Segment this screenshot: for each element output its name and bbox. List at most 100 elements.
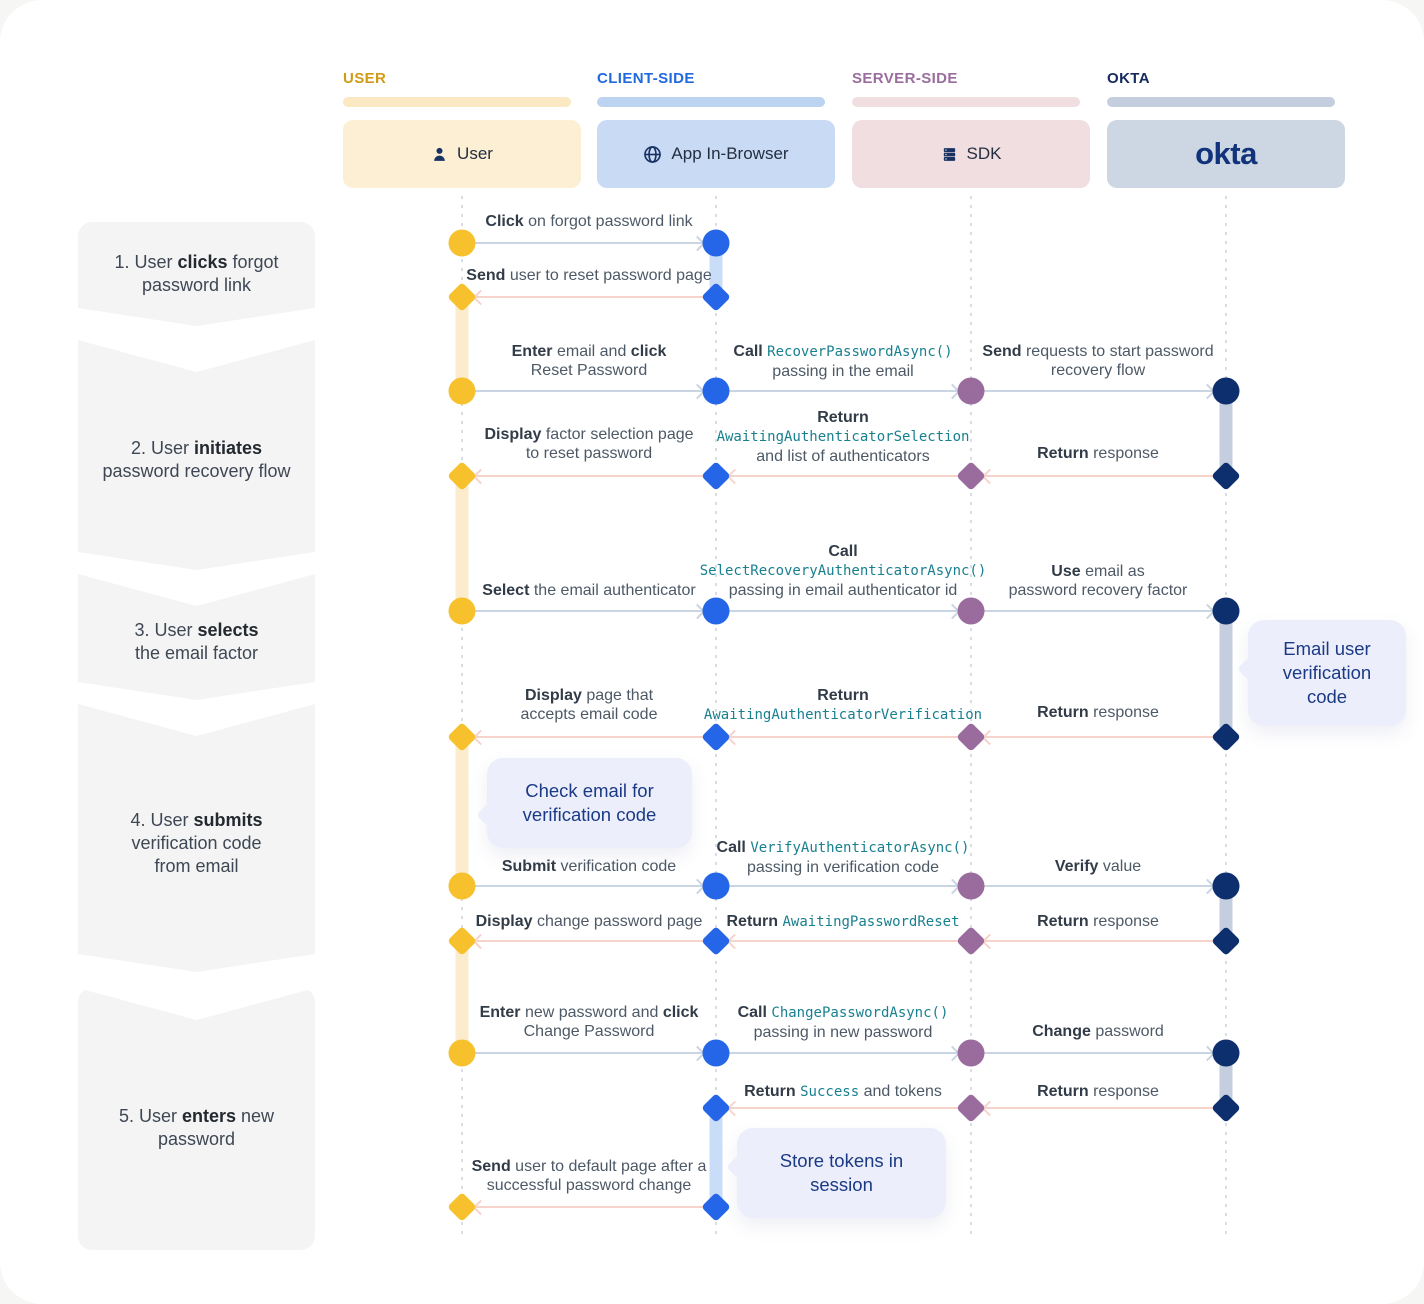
column-header-okta: OKTA [1107,70,1150,87]
response-arrow [726,1100,971,1117]
message-label: Submit verification code [501,858,677,875]
response-arrow [472,1199,716,1216]
activation-bar-client [709,1108,723,1207]
message-label: Click on forgot password link [485,213,693,230]
tooltip-tail [476,802,502,828]
send-marker-okta [1212,1039,1240,1067]
actor-box-user: User [343,120,581,188]
activation-bar-okta [1219,391,1233,476]
response-arrow [472,933,716,950]
receive-marker-server [956,926,986,956]
activation-bar-okta [1219,1053,1233,1108]
request-arrow [971,603,1216,620]
message-label: Call VerifyAuthenticatorAsync()passing i… [716,839,970,876]
receive-marker-user [447,926,477,956]
receive-marker-user [447,461,477,491]
request-arrow [462,603,706,620]
request-arrow [716,878,961,895]
send-marker-okta [1212,872,1240,900]
message-label: Return response [1037,1083,1159,1100]
send-marker-server [957,377,985,405]
request-arrow [462,1045,706,1062]
message-label: Return response [1037,704,1159,721]
receive-marker-client [701,722,731,752]
receive-marker-user [447,282,477,312]
send-marker-okta [1212,377,1240,405]
response-arrow [981,1100,1226,1117]
person-icon [431,146,448,163]
actor-label: User [457,144,493,163]
message-label: Return Success and tokens [744,1083,942,1100]
receive-marker-user [447,722,477,752]
receive-marker-client [701,1093,731,1123]
lifeline-server [970,196,972,1238]
lifeline-user [461,196,463,1238]
column-header-client: CLIENT-SIDE [597,70,695,87]
send-marker-server [957,1039,985,1067]
request-arrow [462,383,706,400]
lifeline-client [715,196,717,1238]
actor-box-okta: okta [1107,120,1345,188]
column-bar-server [852,97,1080,107]
column-bar-okta [1107,97,1335,107]
send-marker-server [957,872,985,900]
message-label: Display change password page [475,913,703,930]
response-arrow [726,933,971,950]
receive-marker-okta [1211,926,1241,956]
response-arrow [472,729,716,746]
message-label: Send user to reset password page [466,267,712,284]
actor-box-server: SDK [852,120,1090,188]
receive-marker-server [956,1093,986,1123]
tooltip-tail [726,1154,752,1180]
send-marker-user [448,872,476,900]
response-arrow [726,468,971,485]
activation-bar-okta [1219,611,1233,737]
send-marker-user [448,229,476,257]
send-marker-client [702,1039,730,1067]
activation-bar-user [455,297,469,391]
message-label: Return response [1037,445,1159,462]
message-label: Change password [1032,1023,1164,1040]
column-bar-client [597,97,825,107]
send-marker-server [957,597,985,625]
response-arrow [472,289,716,306]
response-arrow [981,933,1226,950]
request-arrow [971,878,1216,895]
activation-bar-user [455,476,469,611]
activation-bar-user [455,738,469,886]
message-label: Return response [1037,913,1159,930]
receive-marker-client [701,1192,731,1222]
send-marker-client [702,377,730,405]
receive-marker-user [447,1192,477,1222]
column-bar-user [343,97,571,107]
activation-bar-user [455,941,469,1053]
request-arrow [971,383,1216,400]
send-marker-user [448,377,476,405]
receive-marker-okta [1211,1093,1241,1123]
response-arrow [726,729,971,746]
response-arrow [981,729,1226,746]
response-arrow [472,468,716,485]
send-marker-user [448,1039,476,1067]
